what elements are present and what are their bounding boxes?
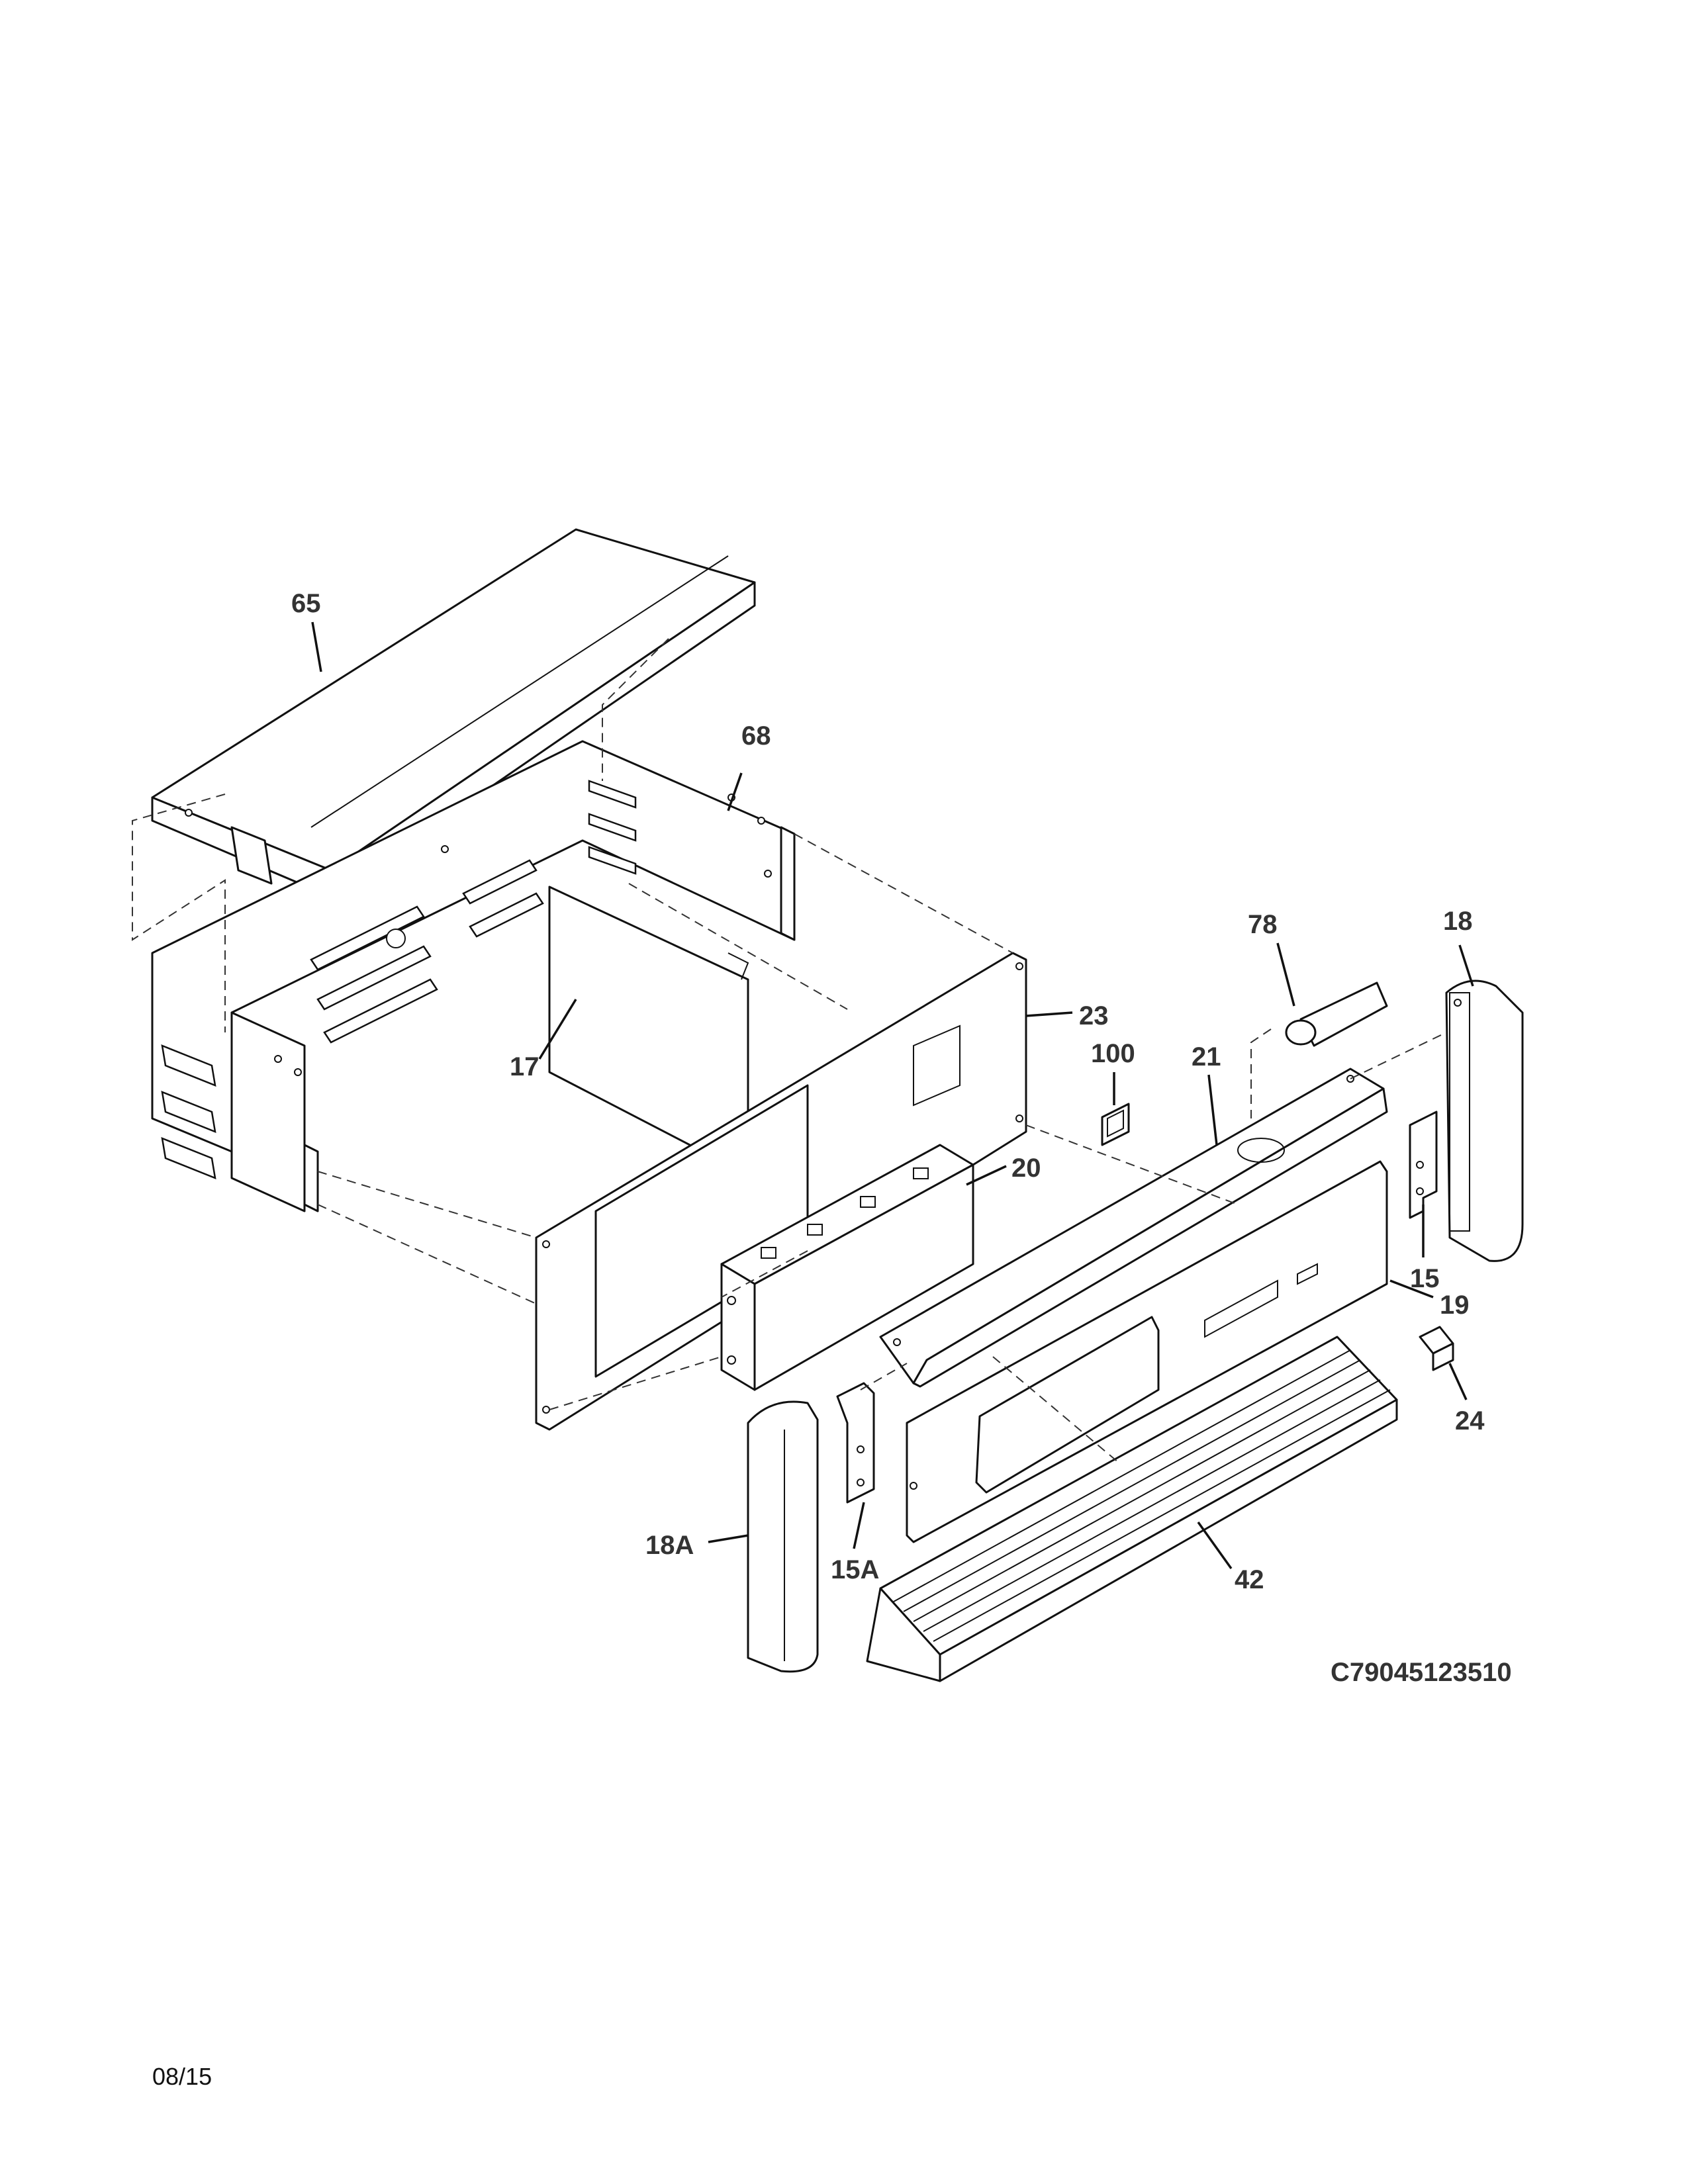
callouts: 65 68 17 23 20 78 18 100 21 15 19 24 18A… [291, 589, 1485, 1594]
diagram-code: C79045123510 [1331, 1658, 1512, 1687]
callout-78: 78 [1248, 910, 1278, 939]
part-68-chassis [151, 740, 796, 1212]
part-42-base-trim [866, 1336, 1398, 1682]
leader-lines [311, 621, 1474, 1570]
part-15a-bracket [836, 1382, 875, 1504]
part-78-knob [1285, 981, 1388, 1047]
callout-100: 100 [1091, 1039, 1135, 1068]
callout-18a: 18A [645, 1531, 694, 1560]
part-17-heat-shield [548, 886, 749, 1166]
assembly-lines [132, 638, 1447, 1463]
part-20-control-board [720, 1144, 974, 1391]
callout-15: 15 [1410, 1264, 1440, 1293]
part-18-end-cap [1445, 979, 1524, 1262]
callout-18: 18 [1443, 907, 1473, 936]
callout-21: 21 [1192, 1042, 1221, 1071]
part-100-indicator [1101, 1103, 1130, 1146]
part-18a-end-cap [747, 1400, 819, 1673]
callout-68: 68 [741, 721, 771, 751]
part-15-bracket [1409, 1111, 1438, 1219]
callout-24: 24 [1455, 1406, 1485, 1435]
callout-65: 65 [291, 589, 321, 618]
part-21-top-trim [879, 1068, 1388, 1388]
callout-42: 42 [1235, 1565, 1264, 1594]
callout-23: 23 [1079, 1001, 1109, 1030]
callout-19: 19 [1440, 1291, 1470, 1320]
callout-17: 17 [510, 1052, 539, 1081]
callout-20: 20 [1011, 1154, 1041, 1183]
part-19-front-panel [906, 1160, 1388, 1543]
part-24-switch [1419, 1326, 1454, 1371]
page-date: 08/15 [152, 2063, 212, 2090]
callout-15a: 15A [831, 1555, 879, 1584]
